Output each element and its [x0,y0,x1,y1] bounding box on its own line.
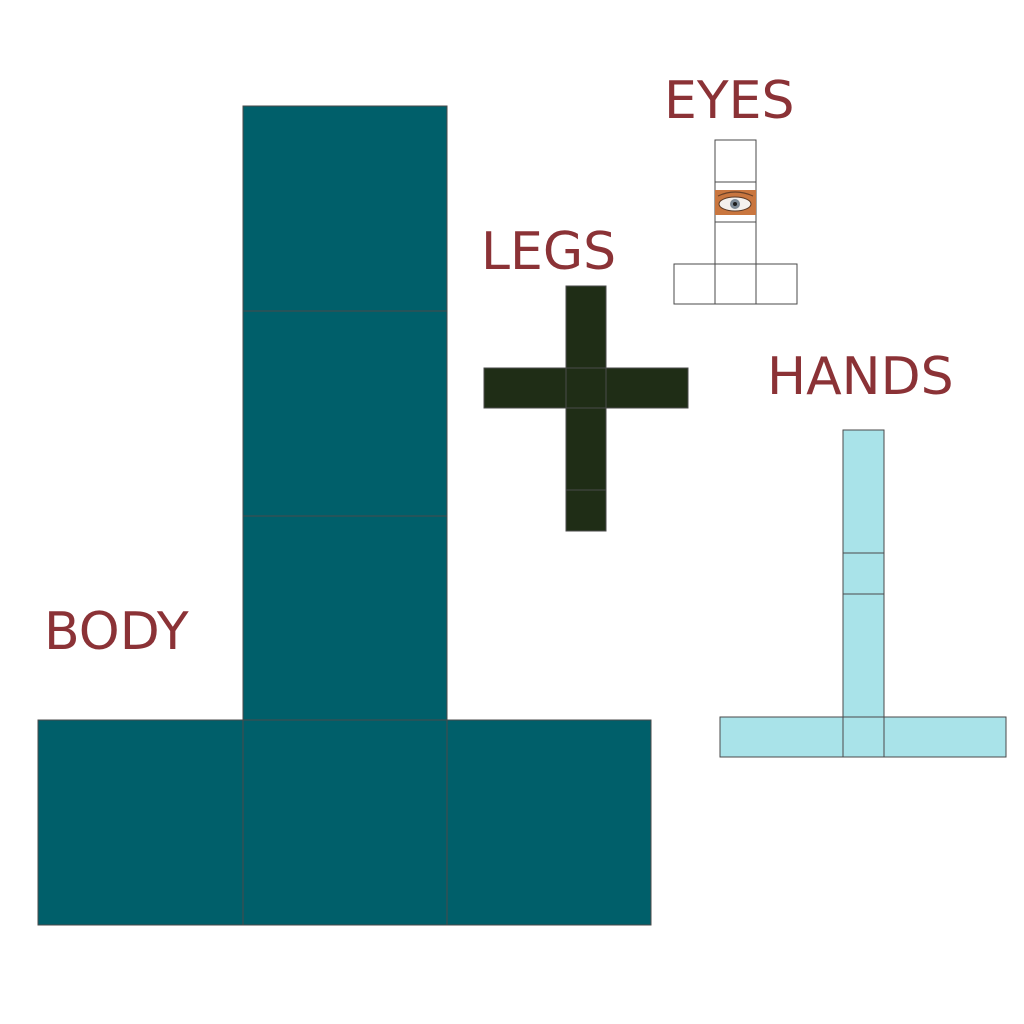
legs-face-left [484,368,566,408]
hands-face-right [884,717,1006,757]
eyes-face-top [715,140,756,182]
legs-face-top [566,286,606,368]
eyes-face-lower [715,222,756,264]
body-face-right [447,720,651,925]
hands-face-left [720,717,843,757]
body-face-bottom [243,720,447,925]
legs-face-bottom [566,490,606,531]
legs-face-center [566,368,606,408]
hands-face-center [843,717,884,757]
legs-net [484,286,688,531]
eye-image [715,190,756,215]
eyes-face-center [715,264,756,304]
eyes-face-right [756,264,797,304]
body-face-middle [243,516,447,720]
hands-net [720,430,1006,757]
body-net [38,106,651,925]
eyes-net [674,140,797,304]
legs-face-lower [566,408,606,490]
body-face-left [38,720,243,925]
body-face-upper [243,311,447,516]
body-face-top [243,106,447,311]
legs-face-right [606,368,688,408]
hands-face-top [843,430,884,553]
eyes-face-left [674,264,715,304]
hands-face-lower [843,594,884,717]
hands-face-upper [843,553,884,594]
